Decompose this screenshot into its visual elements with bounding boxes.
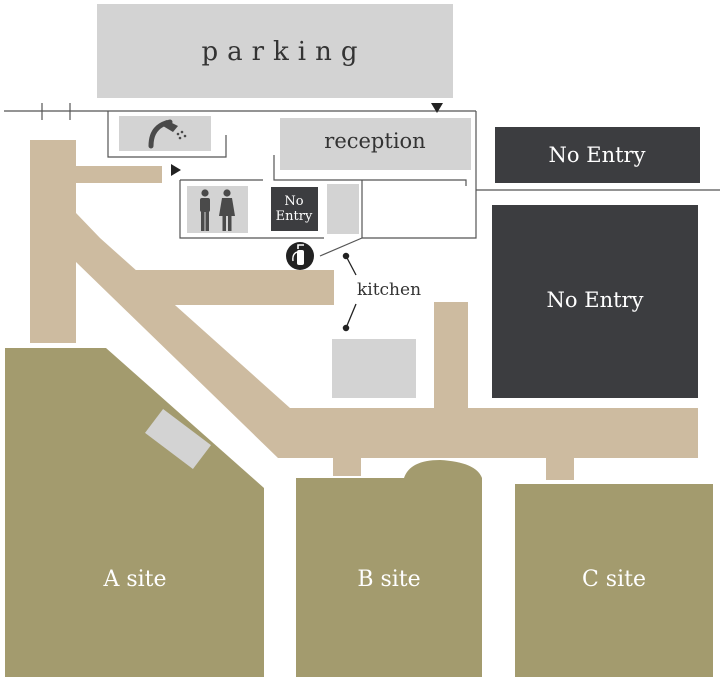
restroom-building[interactable] [187,186,248,233]
shower-enclosure [107,111,227,158]
parking-area[interactable] [97,4,453,98]
fire-extinguisher-icon [286,242,314,270]
no-entry-areas [271,127,700,398]
kitchen-pointer [342,252,357,332]
parking-label: parking [201,37,366,67]
walkways [30,140,698,480]
buildings [97,4,471,398]
no-entry-large-label: No Entry [547,288,644,312]
no-entry-small-label-line1: No [284,194,303,209]
no-entry-small [271,187,318,231]
walkway-top-spur [76,166,162,183]
site-c[interactable] [515,484,713,677]
no-entry-small-label-line2: Entry [276,209,313,224]
kitchen-building[interactable] [332,339,416,398]
entrance-arrow-icon [431,103,443,113]
site-a-shelter [145,408,211,470]
site-a[interactable] [5,348,264,677]
site-c-label: C site [582,567,646,592]
site-b-label: B site [357,567,420,592]
walkway-diagonal [76,213,698,458]
reception-building[interactable] [280,118,471,170]
walkway-left-vertical [30,140,76,343]
site-b[interactable] [296,478,482,677]
shower-icon [148,119,187,149]
reception-inner-wall [273,155,467,186]
entrance-arrow-icon [171,164,181,176]
walkway-c-connector [546,456,574,480]
site-a-label: A site [102,567,166,592]
reception-enclosure [362,111,477,239]
sites [5,348,713,677]
kitchen-label: kitchen [357,280,421,300]
storage-building [327,184,359,234]
walkway-b-connector [333,456,361,476]
walkway-east-spur [434,302,468,408]
boundary-lines [4,103,720,257]
restroom-icon [200,189,235,231]
restroom-enclosure [179,180,324,239]
kitchen-diagonal-wall [319,237,363,257]
no-entry-top [495,127,700,183]
no-entry-large [492,205,698,398]
reception-label: reception [324,129,425,153]
site-b-bulge [404,460,482,478]
no-entry-top-label: No Entry [549,143,646,167]
